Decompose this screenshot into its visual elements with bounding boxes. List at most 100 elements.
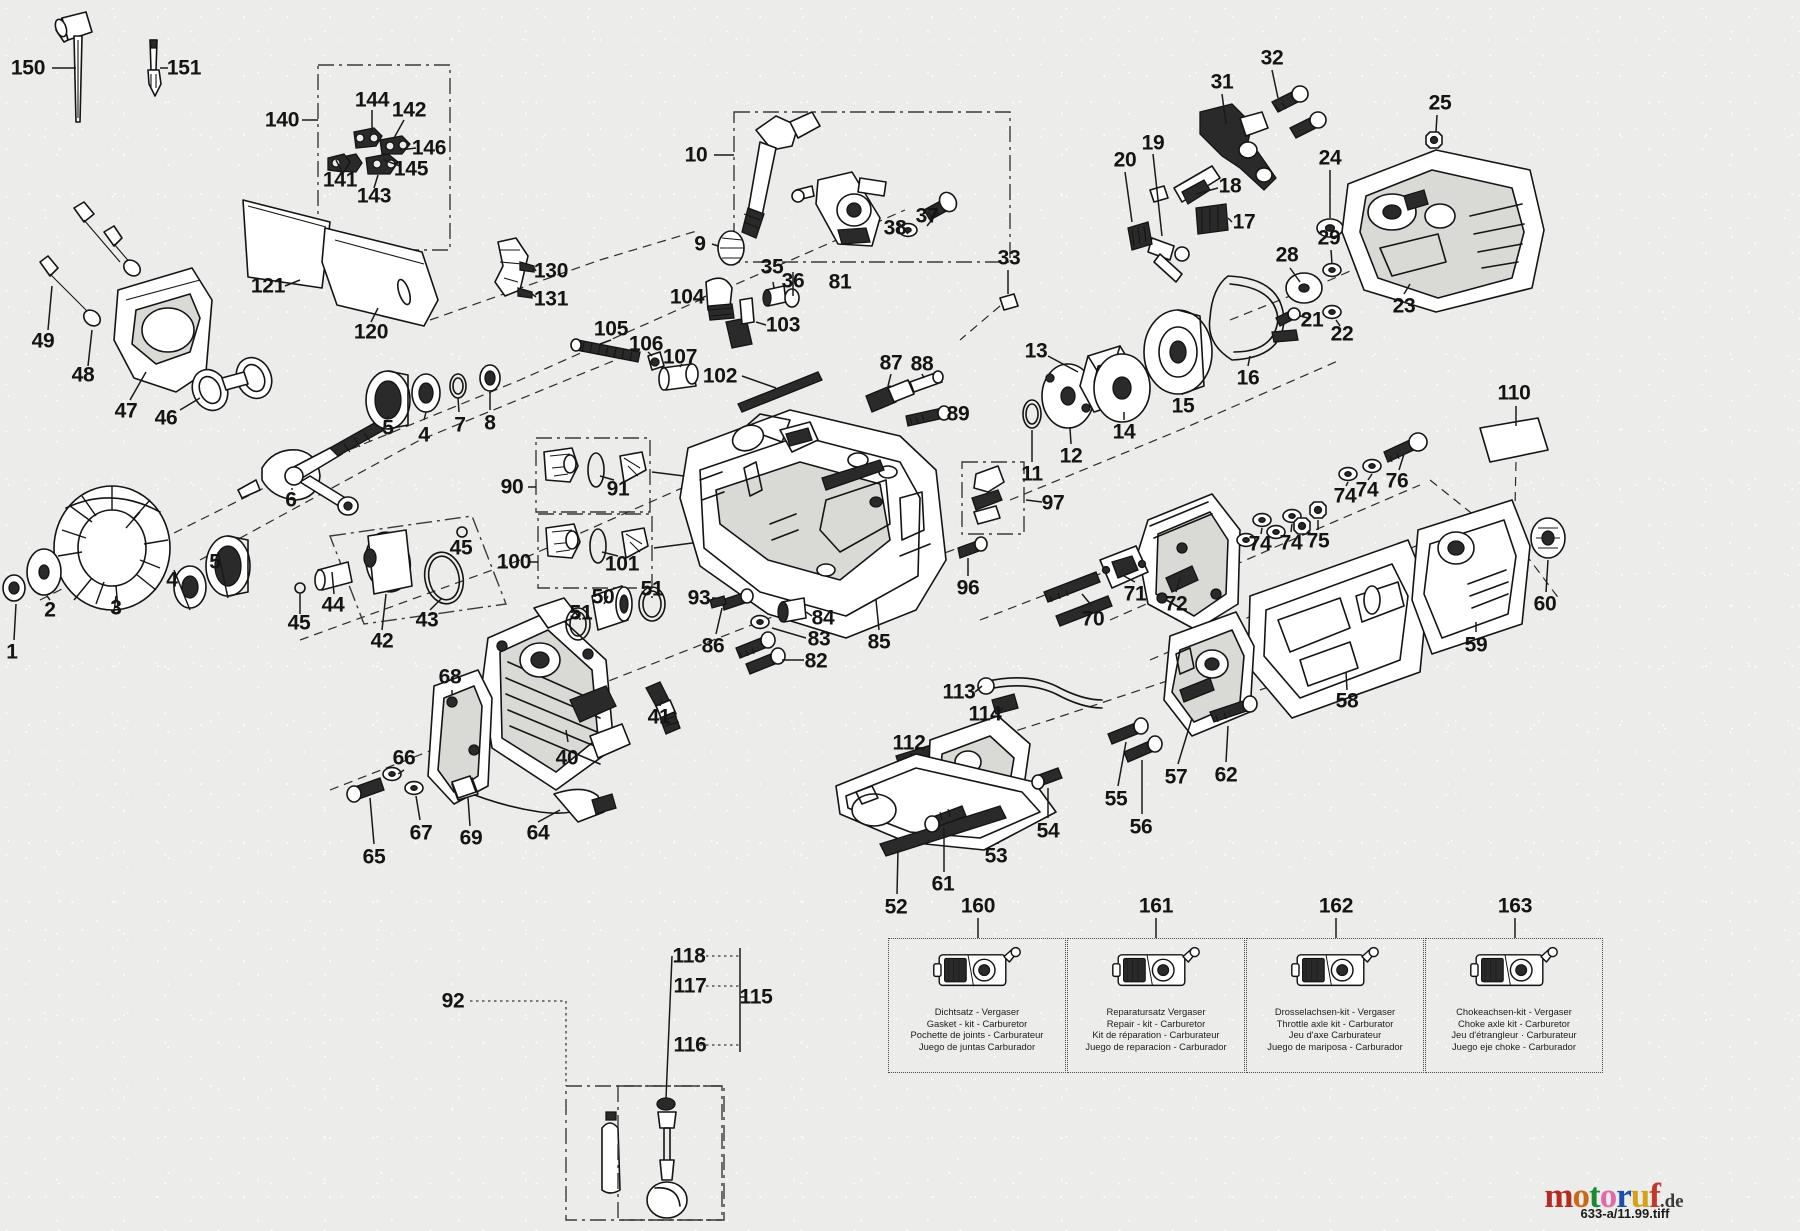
box-100-oilpump-assembly xyxy=(537,513,653,589)
part-31-chain-brake-lever xyxy=(1199,103,1277,191)
callout-150: 150 xyxy=(10,56,46,80)
callout-97: 97 xyxy=(1041,491,1065,515)
part-74c-washer xyxy=(1338,466,1358,482)
part-110-label-plate xyxy=(1479,417,1549,463)
callout-101: 101 xyxy=(604,552,640,576)
part-52-bottom-cover xyxy=(835,753,1057,857)
callout-62: 62 xyxy=(1214,763,1238,787)
callout-103: 103 xyxy=(765,313,801,337)
part-19-lever xyxy=(1147,185,1190,283)
callout-54: 54 xyxy=(1036,819,1060,843)
callout-76: 76 xyxy=(1385,469,1409,493)
part-74d-washer xyxy=(1362,458,1382,474)
callout-130: 130 xyxy=(533,259,569,283)
part-82-bolts xyxy=(735,631,786,675)
part-4b-oil-seal-right xyxy=(411,373,441,413)
part-45-circlips xyxy=(294,526,468,594)
callout-19: 19 xyxy=(1141,131,1165,155)
part-65-bolt xyxy=(346,777,385,803)
callout-14: 14 xyxy=(1112,420,1136,444)
watermark-letter: o xyxy=(1572,1176,1590,1215)
callout-88: 88 xyxy=(910,352,934,376)
callout-5: 5 xyxy=(209,550,221,574)
callout-55: 55 xyxy=(1104,787,1128,811)
part-55-screw xyxy=(1107,717,1149,745)
kit-caption-line: Juego de juntas Carburador xyxy=(918,1040,1036,1052)
callout-13: 13 xyxy=(1024,339,1048,363)
callout-121: 121 xyxy=(250,274,286,298)
kit-caption-line: Chokeachsen-kit - Vergaser xyxy=(1456,1006,1572,1017)
kit-caption-line: Choke axle kit - Carburetor xyxy=(1457,1017,1570,1029)
box-115-oil-pickup xyxy=(617,1085,725,1221)
callout-74: 74 xyxy=(1333,484,1357,508)
callout-41: 41 xyxy=(647,705,671,729)
part-96-screw xyxy=(957,536,988,559)
callout-42: 42 xyxy=(370,629,394,653)
callout-106: 106 xyxy=(628,332,664,356)
callout-91: 91 xyxy=(606,477,630,501)
part-72-muffler xyxy=(1137,493,1241,631)
callout-83: 83 xyxy=(807,627,831,651)
callout-113: 113 xyxy=(942,680,976,704)
callout-50: 50 xyxy=(591,585,615,609)
callout-24: 24 xyxy=(1318,146,1342,170)
callout-33: 33 xyxy=(997,246,1021,270)
callout-17: 17 xyxy=(1232,210,1256,234)
part-150-combination-wrench xyxy=(54,11,93,123)
carburetor-icon xyxy=(1104,944,1208,1003)
kit-caption-line: Throttle axle kit - Carburator xyxy=(1276,1017,1394,1029)
part-6-crankshaft-assembly xyxy=(237,421,386,516)
part-43-piston-ring xyxy=(423,551,465,605)
callout-56: 56 xyxy=(1129,815,1153,839)
callout-144: 144 xyxy=(354,88,390,112)
part-3-flywheel xyxy=(53,485,171,611)
box-140-chain-kit xyxy=(317,64,451,251)
part-5b-ball-bearing-right xyxy=(365,370,411,430)
callout-7: 7 xyxy=(454,413,466,437)
callout-162: 162 xyxy=(1318,894,1354,918)
callout-22: 22 xyxy=(1330,322,1354,346)
part-17-spring xyxy=(1195,203,1229,235)
part-114-fuel-filter xyxy=(991,693,1019,715)
callout-65: 65 xyxy=(362,845,386,869)
callout-3: 3 xyxy=(110,596,122,620)
callout-60: 60 xyxy=(1533,592,1557,616)
callout-74: 74 xyxy=(1355,478,1379,502)
callout-37: 37 xyxy=(915,204,939,228)
callout-112: 112 xyxy=(892,731,926,755)
kit-caption-line: Drosselachsen-kit - Vergaser xyxy=(1274,1006,1396,1017)
part-93-pin xyxy=(709,595,727,609)
callout-110: 110 xyxy=(1497,381,1531,405)
kit-caption-line: Reparatursatz Vergaser xyxy=(1106,1006,1206,1017)
watermark-letter: o xyxy=(1599,1176,1617,1215)
callout-18: 18 xyxy=(1218,174,1242,198)
callout-51: 51 xyxy=(569,601,593,625)
part-130-131-bumper-spike xyxy=(494,237,535,299)
callout-120: 120 xyxy=(353,320,389,344)
carburetor-icon xyxy=(1283,944,1387,1003)
callout-58: 58 xyxy=(1335,689,1359,713)
kit-caption-line: Dichtsatz - Vergaser xyxy=(934,1006,1020,1017)
watermark-letter: u xyxy=(1630,1176,1650,1215)
part-120-guide-bar xyxy=(321,227,439,327)
callout-67: 67 xyxy=(409,821,433,845)
callout-86: 86 xyxy=(701,634,725,658)
callout-143: 143 xyxy=(356,184,392,208)
callout-46: 46 xyxy=(154,406,178,430)
part-113-fuel-line xyxy=(977,677,1103,709)
callout-21: 21 xyxy=(1300,308,1324,332)
callout-38: 38 xyxy=(883,216,907,240)
callout-2: 2 xyxy=(44,598,56,622)
part-84-spacer xyxy=(777,597,807,623)
part-29-washer xyxy=(1322,262,1342,278)
part-23-clutch-cover xyxy=(1341,149,1545,313)
callout-81: 81 xyxy=(828,270,852,294)
callout-20: 20 xyxy=(1113,148,1137,172)
callout-29: 29 xyxy=(1317,226,1341,250)
part-14-clutch-drum-plate xyxy=(1093,353,1151,423)
